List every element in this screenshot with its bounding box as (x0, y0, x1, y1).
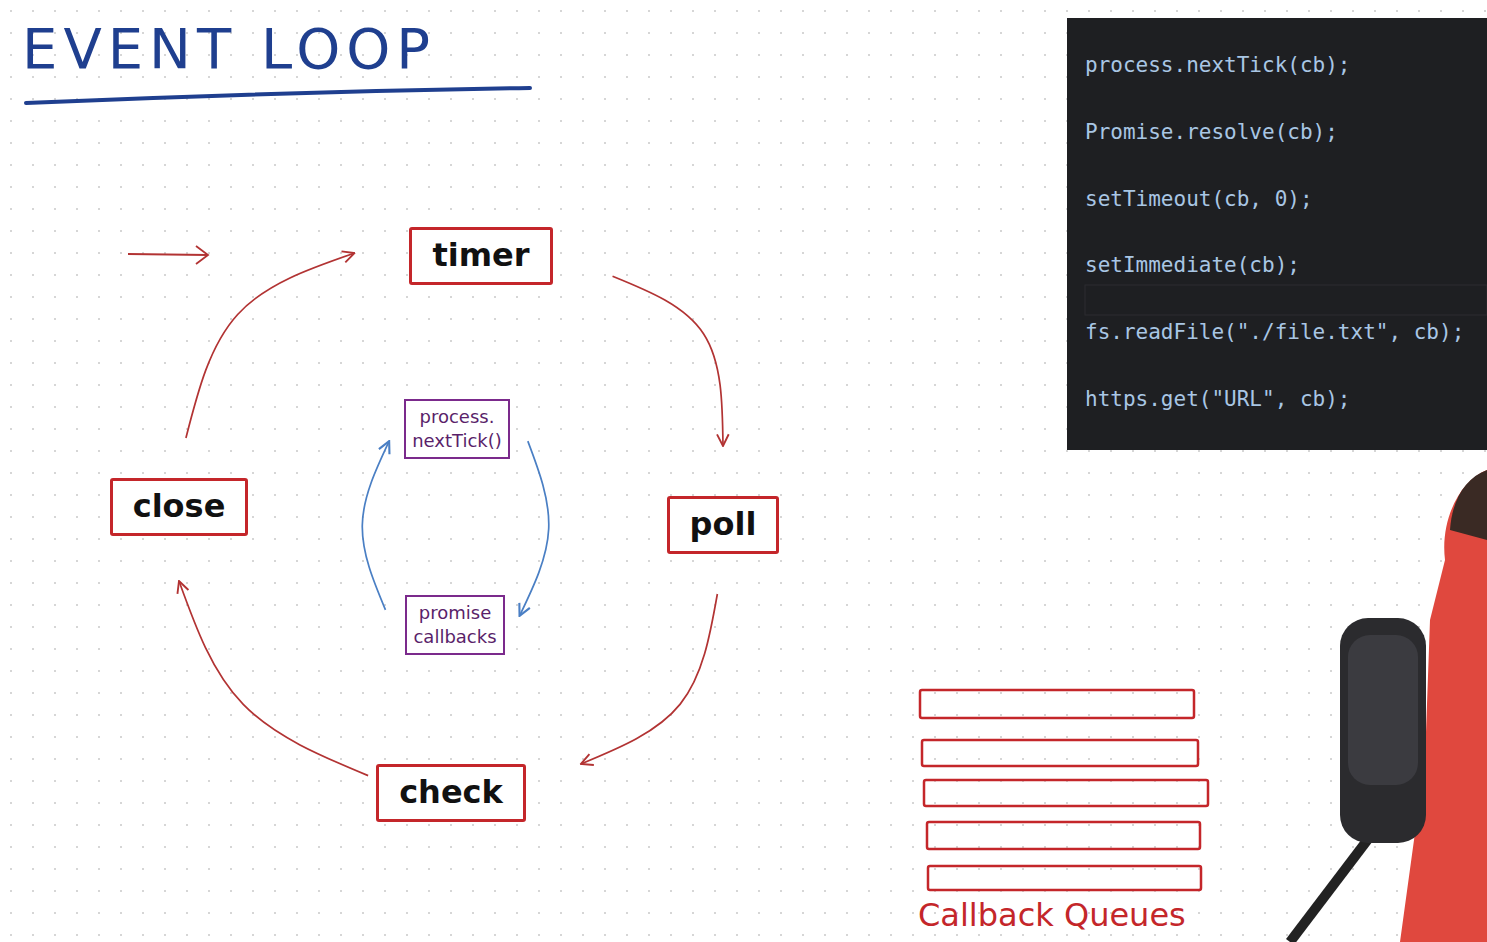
phase-box: check (376, 764, 526, 822)
node-label: close (133, 487, 226, 525)
node-label: promise callbacks (413, 601, 496, 650)
cycle-arrow (186, 253, 355, 438)
code-line: Promise.resolve(cb); (1085, 120, 1338, 144)
code-line: fs.readFile("./file.txt", cb); (1085, 320, 1464, 344)
phase-box: close (110, 478, 249, 536)
microtask-box: process. nextTick() (404, 399, 510, 460)
callback-queue-bars (920, 690, 1208, 890)
node-label: process. nextTick() (412, 405, 502, 454)
queue-label: Callback Queues (918, 896, 1186, 934)
cycle-arrow (581, 594, 718, 764)
cycle-arrow (520, 441, 549, 616)
node-label: timer (432, 236, 529, 274)
code-line: setTimeout(cb, 0); (1085, 187, 1313, 211)
cycle-arrow (613, 276, 723, 446)
phase-box: poll (667, 496, 780, 554)
entry-arrow (128, 246, 208, 264)
diagram-title: EVENT LOOP (22, 16, 436, 81)
code-line: setImmediate(cb); (1085, 253, 1300, 277)
cycle-arrow (362, 441, 389, 610)
node-label: check (399, 773, 503, 811)
microtask-box: promise callbacks (405, 595, 504, 656)
presenter-figure (1290, 470, 1487, 942)
code-line: https.get("URL", cb); (1085, 387, 1351, 411)
node-label: poll (690, 505, 757, 543)
code-line: process.nextTick(cb); (1085, 53, 1351, 77)
code-panel (1067, 18, 1487, 450)
title-underline (26, 88, 530, 103)
code-line-highlight (1085, 285, 1487, 315)
cycle-arrow (179, 581, 368, 776)
phase-box: timer (409, 227, 552, 285)
